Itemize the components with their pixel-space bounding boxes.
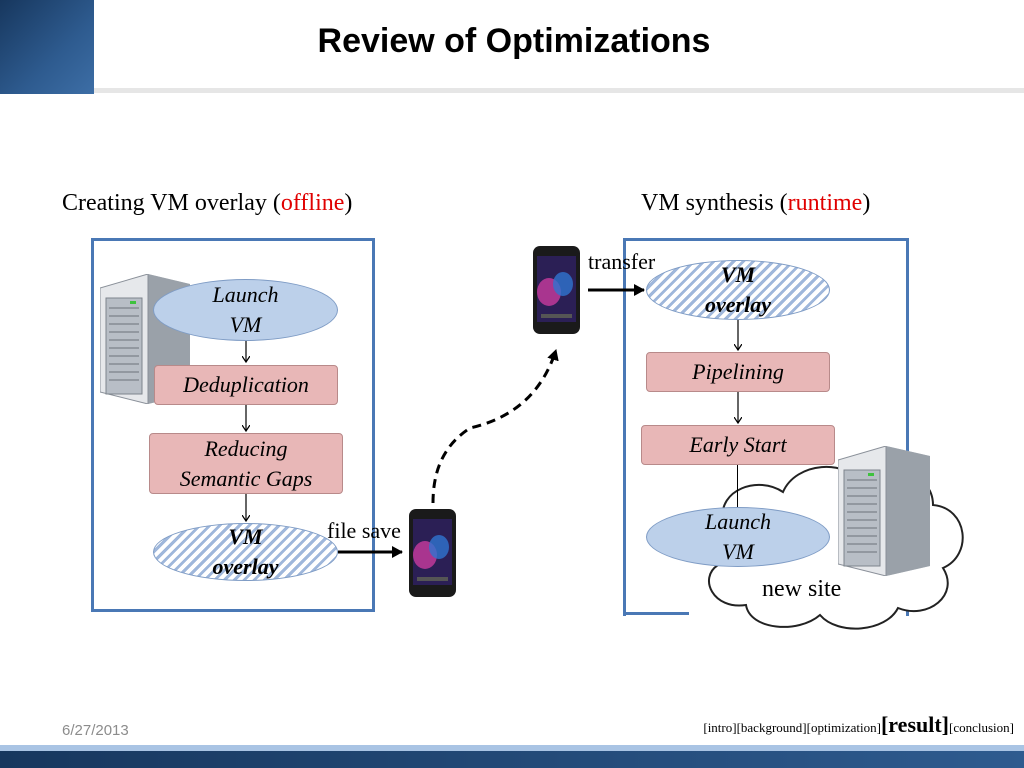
title-rule xyxy=(94,88,1024,93)
left-vm-overlay-node: VM overlay xyxy=(153,523,338,581)
pipelining-node: Pipelining xyxy=(646,352,830,392)
left-caption-highlight: offline xyxy=(280,190,345,216)
nav-optimization[interactable]: [optimization] xyxy=(806,720,881,735)
server-icon xyxy=(838,446,930,576)
left-launch-vm-node: Launch VM xyxy=(153,279,338,341)
deduplication-node: Deduplication xyxy=(154,365,338,405)
smartphone-icon xyxy=(533,246,580,334)
right-caption-highlight: runtime xyxy=(787,190,863,216)
left-caption-prefix: Creating VM overlay ( xyxy=(62,190,281,216)
right-caption: VM synthesis (runtime) xyxy=(641,190,870,217)
title-corner-block xyxy=(0,0,94,94)
reducing-semantic-gaps-node: Reducing Semantic Gaps xyxy=(149,433,343,494)
nav-conclusion[interactable]: [conclusion] xyxy=(949,720,1014,735)
transfer-label: transfer xyxy=(588,249,656,274)
slide-date: 6/27/2013 xyxy=(62,722,129,739)
footer-band-dark xyxy=(0,751,1024,768)
slide-title: Review of Optimizations xyxy=(317,22,711,60)
nav-intro[interactable]: [intro] xyxy=(703,720,737,735)
right-launch-vm-node: Launch VM xyxy=(646,507,830,567)
early-start-to-launch-line xyxy=(737,465,739,507)
section-nav: [intro][background][optimization][result… xyxy=(703,712,1014,738)
nav-result-current[interactable]: [result] xyxy=(880,712,950,737)
smartphone-icon xyxy=(409,509,456,597)
right-panel-bottom-edge xyxy=(623,612,689,615)
file-save-label: file save xyxy=(327,518,401,543)
right-caption-suffix: ) xyxy=(862,190,871,216)
new-site-label: new site xyxy=(762,576,842,602)
nav-background[interactable]: [background] xyxy=(736,720,807,735)
left-caption-suffix: ) xyxy=(344,190,353,216)
footer-band-light xyxy=(0,745,1024,751)
right-panel-frame xyxy=(623,238,909,616)
early-start-node: Early Start xyxy=(641,425,835,465)
right-caption-prefix: VM synthesis ( xyxy=(641,190,788,216)
left-caption: Creating VM overlay (offline) xyxy=(62,190,352,217)
right-vm-overlay-node: VM overlay xyxy=(646,260,830,320)
left-panel-frame xyxy=(91,238,375,612)
arrow-phone-to-phone xyxy=(431,349,559,504)
